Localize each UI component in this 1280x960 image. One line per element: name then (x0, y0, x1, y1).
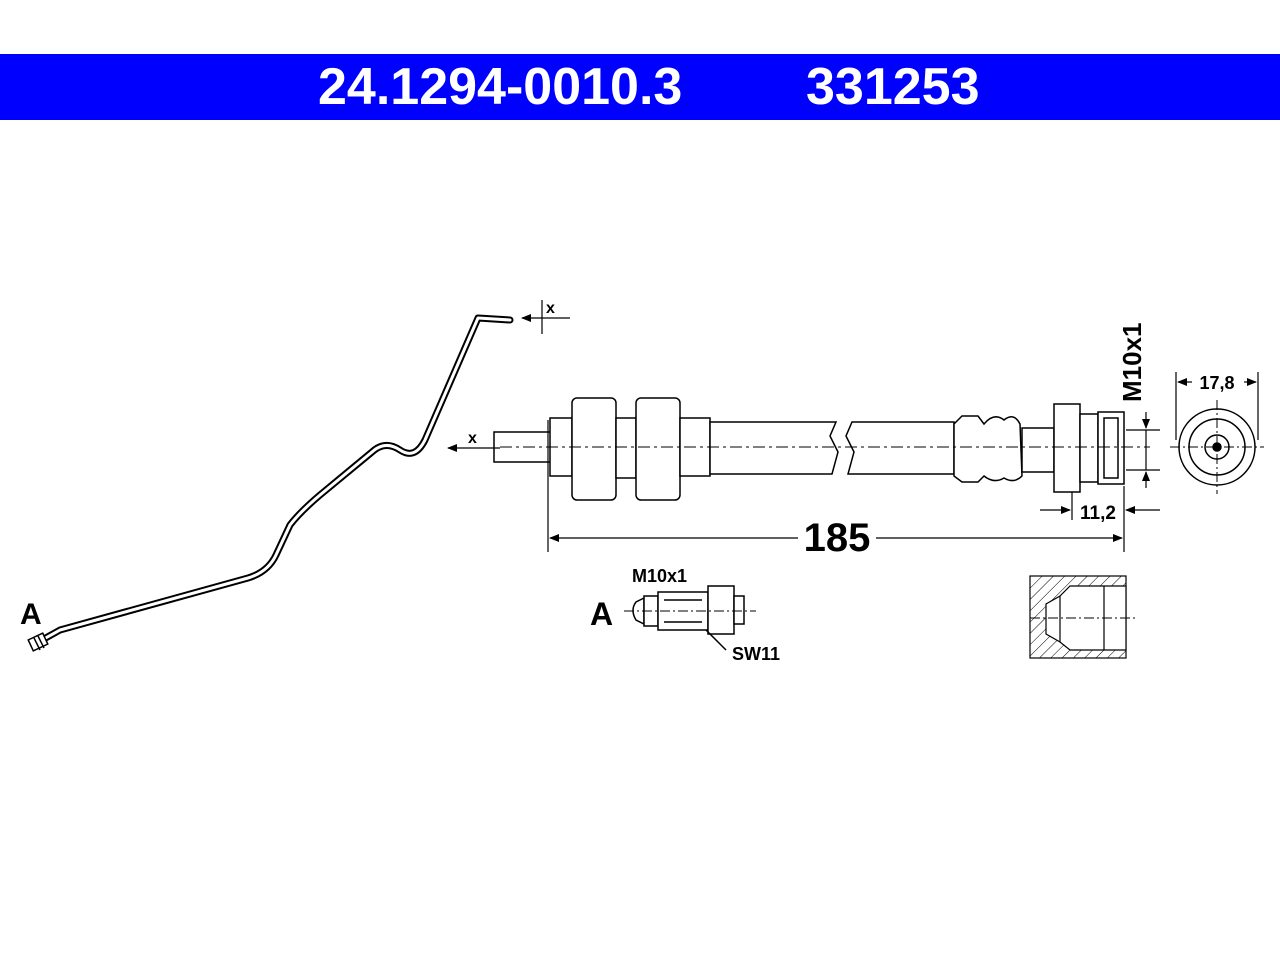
bent-pipe (38, 314, 514, 644)
direction-arrow-top (521, 300, 570, 334)
part-number: 24.1294-0010.3 (318, 58, 683, 116)
port-section (1029, 575, 1136, 659)
thread-label-vertical: M10x1 (1117, 323, 1147, 403)
detail-wrench-label: SW11 (732, 644, 780, 664)
pipe-end-fitting (27, 632, 49, 652)
thread-dimension (1126, 412, 1160, 488)
hose-assembly (493, 397, 1125, 501)
header-bar: 24.1294-0010.3 331253 (0, 54, 1280, 120)
direction-mark-top: x (546, 300, 555, 317)
view-marker-detail: A (590, 596, 613, 632)
reference-number: 331253 (806, 58, 980, 116)
direction-mark-mid: x (468, 430, 477, 447)
overall-length-dimension (547, 420, 1125, 552)
fitting-length-dimension (1040, 492, 1160, 520)
detail-thread-label: M10x1 (632, 566, 687, 586)
hex-width-label: 17,8 (1199, 373, 1234, 393)
overall-length-label: 185 (804, 516, 871, 560)
fitting-length-label: 11,2 (1080, 503, 1116, 524)
detail-fitting (632, 585, 745, 651)
view-marker-left: A (20, 598, 42, 631)
hex-width-dimension (1175, 372, 1259, 440)
hex-end-view (1170, 400, 1264, 494)
